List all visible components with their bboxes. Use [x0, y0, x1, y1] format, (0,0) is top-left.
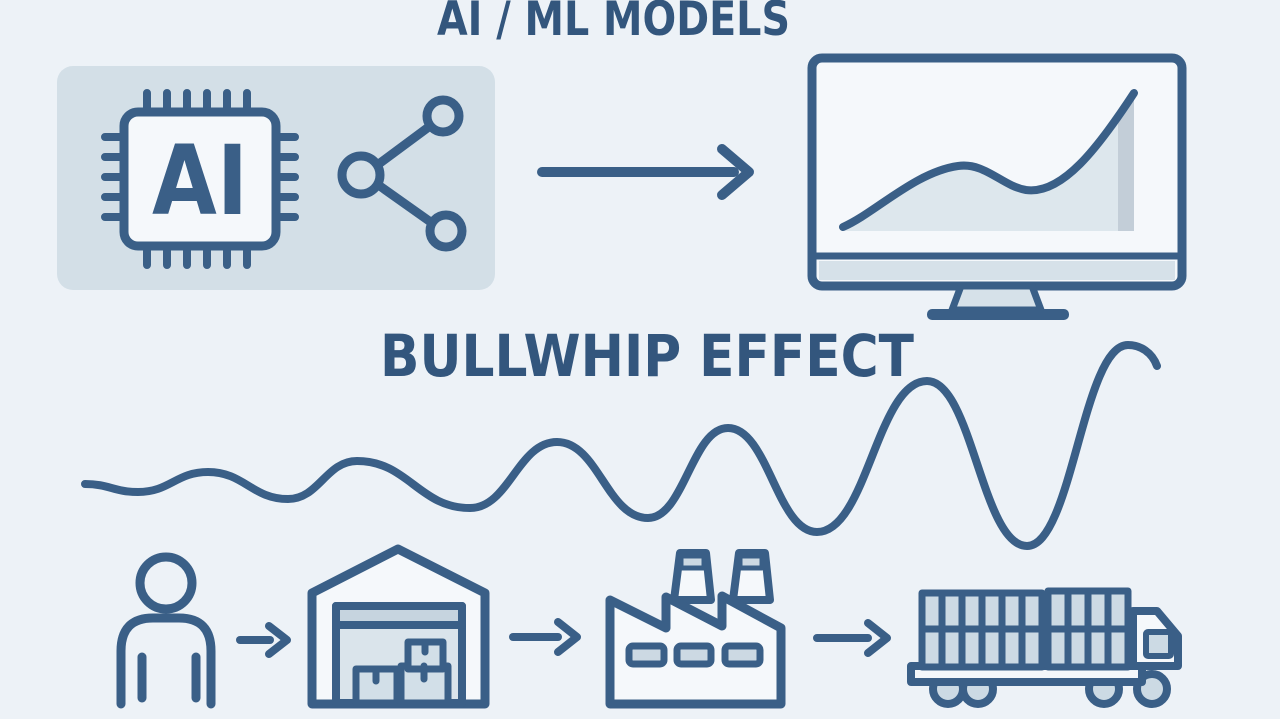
monitor-stand [948, 282, 1045, 314]
monitor-base [927, 309, 1069, 320]
person-icon [116, 552, 216, 709]
top-title: AI / ML MODELS [437, 0, 790, 47]
arrow-right-icon-1 [236, 622, 291, 658]
arrow-right-icon-2 [509, 618, 581, 656]
monitor-chart-icon [807, 53, 1187, 320]
ai-chip-icon: AI [101, 89, 299, 269]
share-network-icon [337, 95, 467, 252]
arrow-right-icon-top [537, 144, 754, 200]
factory-icon [605, 549, 786, 709]
truck-icon [907, 587, 1182, 708]
warehouse-icon [307, 544, 490, 709]
arrow-right-icon-3 [813, 619, 891, 657]
truck-cab [1129, 607, 1182, 670]
bullwhip-wave [81, 340, 1161, 551]
truck-cargo-containers [918, 587, 1132, 671]
bullwhip-title: BULLWHIP EFFECT [380, 322, 914, 390]
factory-chimneys [670, 549, 774, 604]
factory-windows [625, 642, 764, 668]
ai-models-panel: AI [57, 66, 495, 290]
growth-curve [839, 89, 1138, 231]
warehouse-boxes [352, 638, 452, 707]
ai-chip-label: AI [152, 125, 248, 237]
